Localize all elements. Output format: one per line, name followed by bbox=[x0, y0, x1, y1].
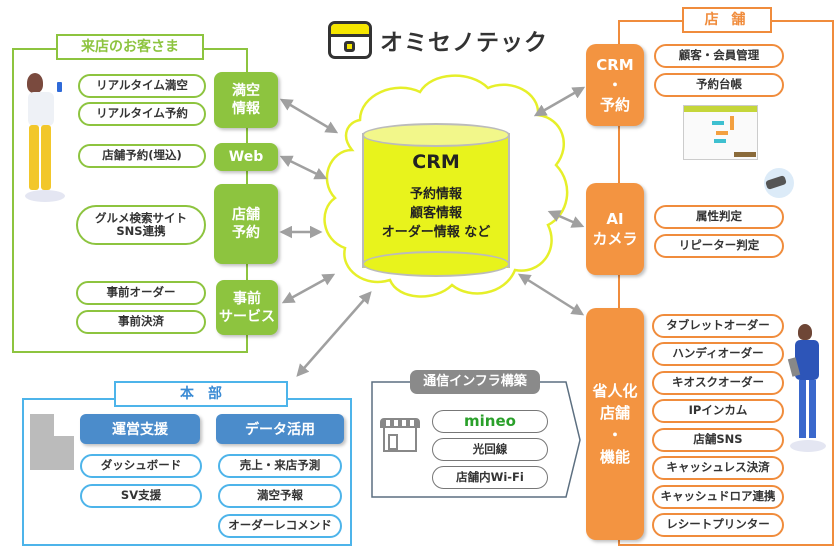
storefront-icon bbox=[380, 418, 420, 452]
pill-handy-order: ハンディオーダー bbox=[652, 342, 784, 366]
crm-database: CRM 予約情報 顧客情報 オーダー情報 など bbox=[362, 123, 510, 278]
arrow-crm-store bbox=[517, 273, 585, 316]
pill-receipt-printer: レシートプリンター bbox=[652, 513, 784, 537]
pill-pre-order: 事前オーダー bbox=[76, 281, 206, 305]
pill-kiosk-order: キオスクオーダー bbox=[652, 371, 784, 395]
pill-gourmet-sns: グルメ検索サイト SNS連携 bbox=[76, 205, 206, 245]
pill-repeater-detection: リピーター判定 bbox=[654, 234, 784, 258]
pill-fiber-line: 光回線 bbox=[432, 438, 548, 461]
crm-line: 予約情報 bbox=[409, 187, 462, 202]
pill-mineo: mineo bbox=[432, 410, 548, 433]
box-store-reservation: 店舗 予約 bbox=[214, 184, 278, 264]
pill-vacancy-forecast: 満空予報 bbox=[218, 484, 342, 508]
box-vacancy-info: 満空 情報 bbox=[214, 72, 278, 128]
pill-reservation-ledger: 予約台帳 bbox=[654, 73, 784, 97]
pill-store-wifi: 店舗内Wi-Fi bbox=[432, 466, 548, 489]
pill-customer-member-mgmt: 顧客・会員管理 bbox=[654, 44, 784, 68]
infra-title: 通信インフラ構築 bbox=[410, 370, 540, 394]
header-data-utilization: データ活用 bbox=[216, 414, 344, 444]
arrow-web-crm bbox=[279, 155, 328, 180]
box-web: Web bbox=[214, 143, 278, 171]
pill-cash-drawer: キャッシュドロア連携 bbox=[652, 485, 784, 509]
pill-realtime-reservation: リアルタイム予約 bbox=[78, 102, 206, 126]
pill-realtime-vacancy: リアルタイム満空 bbox=[78, 74, 206, 98]
pill-cashless-payment: キャッシュレス決済 bbox=[652, 456, 784, 480]
pill-pre-payment: 事前決済 bbox=[76, 310, 206, 334]
reservation-screen-thumbnail bbox=[683, 105, 758, 160]
box-pre-service: 事前 サービス bbox=[216, 280, 278, 335]
hq-title: 本 部 bbox=[114, 381, 288, 407]
woman-with-phone-icon bbox=[22, 70, 72, 205]
pill-order-recommend: オーダーレコメンド bbox=[218, 514, 342, 538]
crm-line: 顧客情報 bbox=[409, 206, 462, 221]
store-title: 店 舗 bbox=[682, 7, 772, 33]
pill-ip-intercom: IPインカム bbox=[652, 399, 784, 423]
box-crm-reservation: CRM ・ 予約 bbox=[586, 44, 644, 126]
pill-dashboard: ダッシュボード bbox=[80, 454, 202, 478]
arrow-crm-storecrm bbox=[533, 86, 586, 117]
arrow-vacancy-crm bbox=[279, 98, 339, 134]
pill-store-reservation-embed: 店舗予約(埋込) bbox=[78, 144, 206, 168]
box-ai-camera: AI カメラ bbox=[586, 183, 644, 275]
crm-title: CRM bbox=[412, 151, 460, 173]
arrow-crm-aicamera bbox=[547, 210, 585, 228]
logo-text: オミセノテック bbox=[380, 30, 548, 56]
pill-store-sns: 店舗SNS bbox=[652, 428, 784, 452]
header-operation-support: 運営支援 bbox=[80, 414, 200, 444]
pill-sv-support: SV支援 bbox=[80, 484, 202, 508]
box-labor-saving-store: 省人化 店舗 ・ 機能 bbox=[586, 308, 644, 540]
pill-tablet-order: タブレットオーダー bbox=[652, 314, 784, 338]
customers-title: 来店のお客さま bbox=[56, 34, 204, 60]
security-camera-icon bbox=[764, 168, 794, 198]
arrow-preservice-crm bbox=[281, 273, 336, 304]
logo: オミセノテック bbox=[328, 20, 548, 60]
shop-logo-icon bbox=[328, 21, 372, 59]
arrow-hq-crm bbox=[296, 291, 372, 377]
crm-line: オーダー情報 など bbox=[381, 225, 491, 240]
pill-attribute-detection: 属性判定 bbox=[654, 205, 784, 229]
pill-sales-visit-forecast: 売上・来店予測 bbox=[218, 454, 342, 478]
staff-with-tablet-icon bbox=[787, 320, 830, 455]
office-building-icon bbox=[30, 414, 74, 470]
